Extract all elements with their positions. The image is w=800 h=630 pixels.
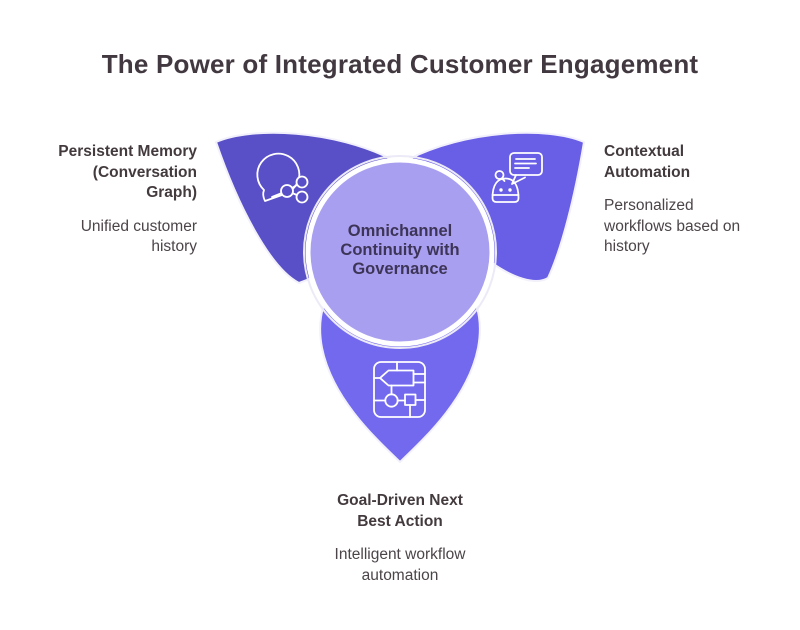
petal-description: Unified customer history bbox=[80, 217, 197, 256]
petal-text-top-left: Persistent Memory (Conversation Graph) U… bbox=[45, 142, 197, 258]
petal-description: Personalized workflows based on history bbox=[604, 197, 741, 255]
petal-heading: Goal-Driven Next Best Action bbox=[337, 492, 463, 530]
petal-description: Intelligent workflow automation bbox=[334, 546, 466, 584]
conversation-graph-icon bbox=[256, 152, 309, 204]
chatbot-icon bbox=[491, 152, 543, 203]
center-circle bbox=[305, 157, 495, 347]
center-circle-outer-ring bbox=[303, 155, 497, 349]
petal-heading: Persistent Memory (Conversation Graph) bbox=[58, 143, 197, 201]
petal-text-bottom: Goal-Driven Next Best Action Intelligent… bbox=[324, 491, 476, 586]
petal-heading: Contextual Automation bbox=[604, 143, 691, 181]
diagram-title: The Power of Integrated Customer Engagem… bbox=[101, 49, 699, 79]
petal-text-top-right: Contextual Automation Personalized workf… bbox=[604, 142, 756, 258]
workflow-chip-icon bbox=[373, 361, 426, 418]
center-circle-label: Omnichannel Continuity with Governance bbox=[340, 222, 460, 278]
